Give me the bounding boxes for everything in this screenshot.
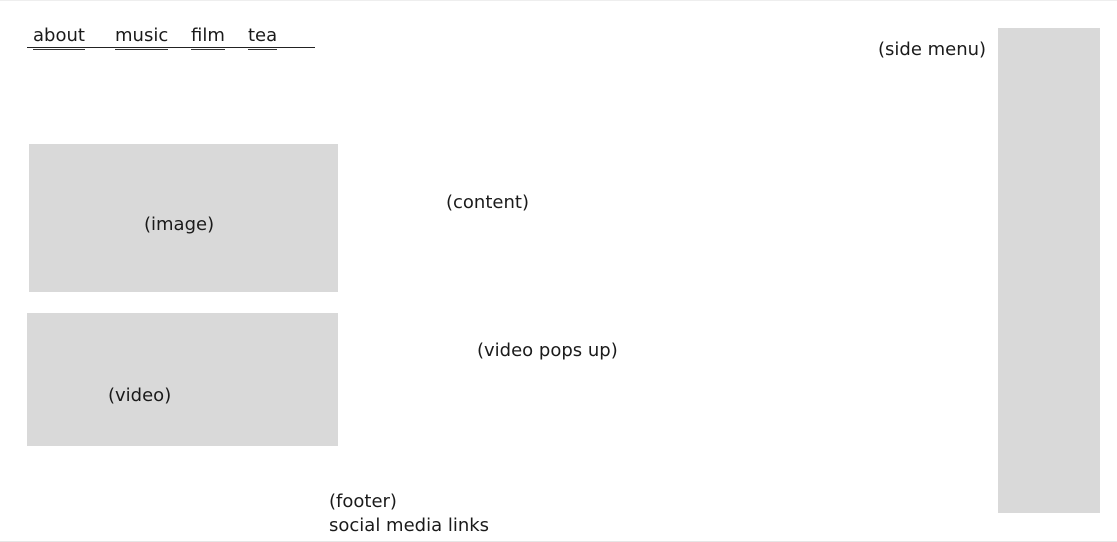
nav-underline: [248, 49, 278, 50]
image-placeholder-label: (image): [144, 214, 215, 235]
content-label: (content): [446, 192, 529, 213]
footer: (footer) social media links: [329, 490, 489, 538]
video-placeholder[interactable]: (video): [27, 313, 338, 446]
video-placeholder-label: (video): [108, 385, 172, 406]
side-menu-label: (side menu): [878, 39, 987, 60]
nav-item-tea[interactable]: tea: [248, 25, 278, 50]
nav-underline: [115, 49, 169, 50]
nav-item-about[interactable]: about: [33, 25, 85, 50]
video-popup-note: (video pops up): [477, 340, 618, 361]
nav-underline: [33, 49, 85, 50]
nav-item-film[interactable]: film: [191, 25, 225, 50]
nav-item-label: tea: [248, 25, 278, 46]
top-nav: about music film tea: [27, 25, 317, 55]
nav-underline: [191, 49, 225, 50]
nav-item-label: film: [191, 25, 225, 46]
nav-item-label: music: [115, 25, 169, 46]
side-menu-panel[interactable]: [998, 28, 1100, 513]
nav-item-label: about: [33, 25, 85, 46]
image-placeholder: (image): [29, 144, 338, 292]
nav-divider: [27, 47, 315, 48]
footer-label: (footer): [329, 491, 397, 512]
social-media-links[interactable]: social media links: [329, 515, 490, 536]
nav-item-music[interactable]: music: [115, 25, 169, 50]
